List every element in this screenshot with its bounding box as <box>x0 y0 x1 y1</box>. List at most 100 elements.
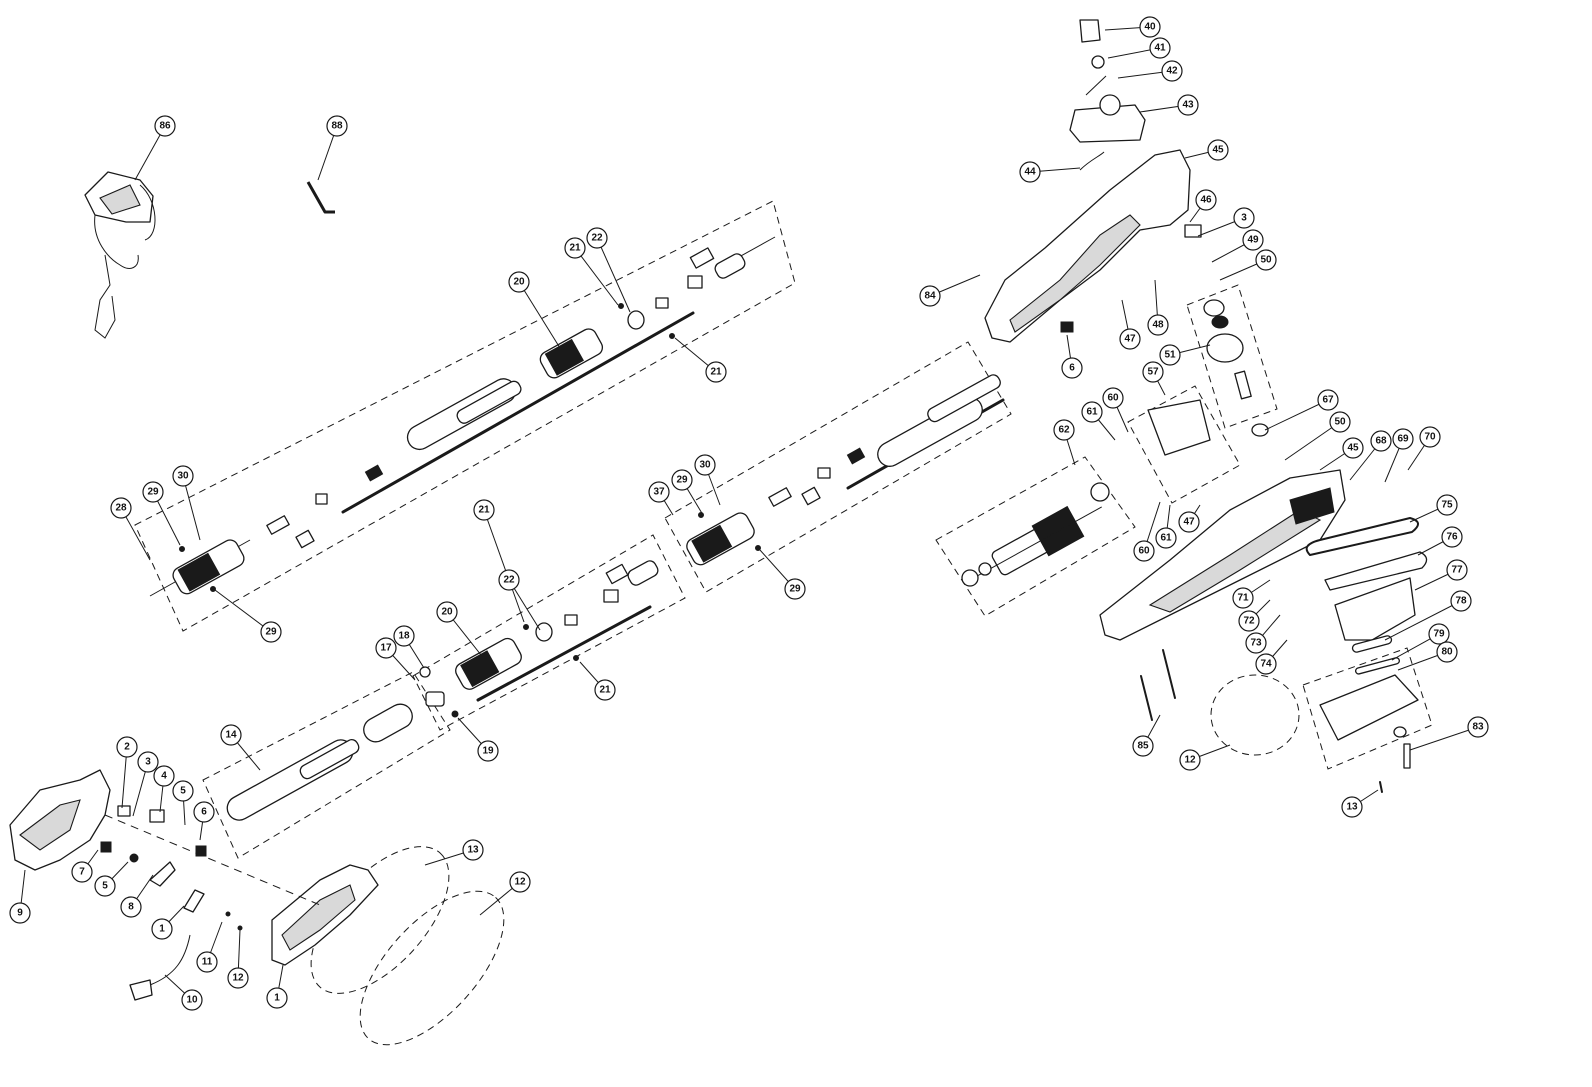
callout-label: 5 <box>102 881 108 892</box>
callout-label: 20 <box>441 607 453 618</box>
leader-line <box>596 237 631 313</box>
assembly-group-outlines <box>134 200 1433 1046</box>
part-callout: 83 <box>1467 716 1489 738</box>
callout-label: 76 <box>1446 532 1458 543</box>
callout-circle <box>1179 749 1201 771</box>
part-callout: 29 <box>671 469 693 491</box>
callout-label: 29 <box>676 475 688 486</box>
part-callout: 37 <box>648 481 670 503</box>
part-callout: 30 <box>172 465 194 487</box>
part-callout: 86 <box>154 115 176 137</box>
callout-label: 14 <box>225 730 237 741</box>
callout-label: 13 <box>1346 802 1358 813</box>
callout-label: 43 <box>1182 100 1194 111</box>
callout-label: 18 <box>398 631 410 642</box>
callout-label: 50 <box>1334 417 1346 428</box>
callout-label: 12 <box>514 877 526 888</box>
callout-circle <box>1119 328 1141 350</box>
callout-circle <box>498 569 520 591</box>
callout-circle <box>1255 653 1277 675</box>
callout-label: 60 <box>1138 546 1150 557</box>
callout-circle <box>1139 16 1161 38</box>
callout-circle <box>1245 632 1267 654</box>
screw-oval-12-left <box>359 890 505 1046</box>
callout-label: 47 <box>1124 334 1136 345</box>
callout-circle <box>193 801 215 823</box>
callout-label: 10 <box>186 995 198 1006</box>
callout-label: 21 <box>569 243 581 254</box>
callout-label: 29 <box>265 627 277 638</box>
part-callout: 46 <box>1195 189 1217 211</box>
callout-circle <box>1436 494 1458 516</box>
callout-circle <box>260 621 282 643</box>
grip-collars <box>172 328 755 690</box>
callout-label: 61 <box>1160 533 1172 544</box>
callout-label: 88 <box>331 121 343 132</box>
callout-label: 72 <box>1243 616 1255 627</box>
part-callout: 61 <box>1081 401 1103 423</box>
leader-line <box>483 509 525 623</box>
part-callout: 14 <box>220 724 242 746</box>
bearing-group-outline <box>1127 385 1241 504</box>
callout-circle <box>110 497 132 519</box>
part-callout: 62 <box>1053 419 1075 441</box>
part-callout: 12 <box>227 967 249 989</box>
callout-label: 22 <box>503 575 515 586</box>
part-callout: 57 <box>1142 361 1164 383</box>
part-callout: 42 <box>1161 60 1183 82</box>
callout-circle <box>227 967 249 989</box>
part-callout: 74 <box>1255 653 1277 675</box>
callout-label: 44 <box>1024 167 1036 178</box>
callout-circle <box>508 271 530 293</box>
gear-components <box>1060 224 1269 456</box>
callout-label: 28 <box>115 503 127 514</box>
shoulder-harness <box>84 171 156 339</box>
callout-circle <box>1161 60 1183 82</box>
callout-label: 7 <box>79 867 85 878</box>
callout-circle <box>151 918 173 940</box>
callout-circle <box>1370 430 1392 452</box>
part-callout: 2 <box>116 736 138 758</box>
part-callout: 84 <box>919 285 941 307</box>
part-callout: 70 <box>1419 426 1441 448</box>
callout-circle <box>1133 540 1155 562</box>
callout-label: 41 <box>1154 43 1166 54</box>
part-callout: 28 <box>110 497 132 519</box>
callout-label: 71 <box>1237 593 1249 604</box>
part-callout: 80 <box>1436 641 1458 663</box>
callout-label: 79 <box>1433 629 1445 640</box>
leader-line <box>518 281 561 349</box>
callout-circle <box>477 740 499 762</box>
part-callout: 76 <box>1441 526 1463 548</box>
part-callout: 12 <box>1179 749 1201 771</box>
callout-circle <box>1242 229 1264 251</box>
callout-label: 1 <box>159 924 165 935</box>
callout-label: 12 <box>232 973 244 984</box>
pole-tubes <box>226 374 1001 821</box>
part-callout: 72 <box>1238 610 1260 632</box>
part-callout: 60 <box>1133 540 1155 562</box>
callout-label: 3 <box>1241 213 1247 224</box>
callout-circle <box>220 724 242 746</box>
part-callout: 12 <box>509 871 531 893</box>
chain-cover-group-outline <box>1302 647 1433 770</box>
part-callout: 8 <box>120 896 142 918</box>
callout-circle <box>1450 590 1472 612</box>
part-callout: 5 <box>94 875 116 897</box>
screw-oval-12-right <box>1210 674 1300 756</box>
leader-line <box>1409 726 1479 751</box>
callout-circle <box>120 896 142 918</box>
leader-line <box>574 247 619 306</box>
callout-label: 30 <box>699 460 711 471</box>
part-callout: 60 <box>1102 387 1124 409</box>
callout-circle <box>266 987 288 1009</box>
callout-circle <box>116 736 138 758</box>
callout-label: 19 <box>482 746 494 757</box>
callout-circle <box>705 361 727 383</box>
callout-label: 68 <box>1375 436 1387 447</box>
callout-circle <box>1149 37 1171 59</box>
part-callout: 18 <box>393 625 415 647</box>
callout-label: 29 <box>789 584 801 595</box>
callout-label: 12 <box>1184 755 1196 766</box>
